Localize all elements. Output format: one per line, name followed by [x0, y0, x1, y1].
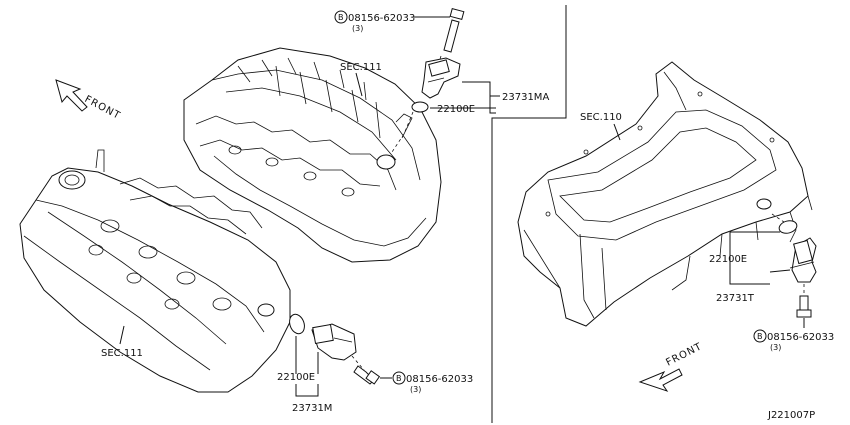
bolt-part-number-bottom: 08156-62033: [406, 374, 473, 385]
upper-install-line: [391, 111, 414, 153]
lower-camshaft-sensor: [311, 323, 357, 361]
oil-pan: [517, 61, 813, 327]
bolt-marker-top: B: [338, 13, 344, 22]
right-o-ring: [778, 220, 798, 234]
bolt-label-top: B 08156-62033 (3): [334, 10, 450, 33]
upper-cylinder-head: [183, 47, 442, 263]
right-bracket: [729, 231, 791, 285]
section-divider: [491, 5, 567, 423]
bolt-qty-right: (3): [770, 343, 781, 352]
lower-o-ring: [289, 313, 305, 335]
oring-label-bottom: 22100E: [277, 372, 315, 383]
sec111-lower-leader: [119, 325, 125, 345]
oring-label-top: 22100E: [437, 104, 475, 115]
sec111-lower-label: SEC.111: [101, 348, 143, 359]
diagram-id: J221007P: [767, 410, 815, 421]
lower-head-sensor-boss: [257, 303, 275, 317]
bolt-marker-bottom: B: [396, 374, 402, 383]
upper-sensor-bracket: [462, 81, 500, 114]
bolt-part-number-top: 08156-62033: [348, 13, 415, 24]
bolt-label-bottom: B 08156-62033 (3): [392, 371, 473, 394]
lower-bolt: [353, 365, 381, 385]
bolt-marker-right: B: [757, 332, 763, 341]
sensor-label-top: 23731MA: [502, 92, 549, 103]
right-crankshaft-sensor: [789, 237, 817, 283]
oring-label-right: 22100E: [709, 254, 747, 265]
sensor-label-right: 23731T: [716, 293, 755, 304]
bolt-qty-bottom: (3): [410, 385, 421, 394]
right-bolt: [796, 295, 812, 318]
sec111-upper-label: SEC.111: [340, 62, 382, 73]
front-arrow-right: FRONT: [638, 341, 704, 392]
upper-head-sensor-boss: [376, 154, 396, 170]
upper-bolt: [443, 7, 465, 53]
bolt-qty-top: (3): [352, 24, 363, 33]
bolt-part-number-right: 08156-62033: [767, 332, 834, 343]
right-install-line: [771, 213, 785, 223]
bolt-label-right: B 08156-62033 (3): [753, 318, 834, 352]
oil-pan-sensor-boss: [756, 198, 772, 210]
lower-head-cap: [58, 170, 86, 190]
sec111-upper-leader: [355, 72, 363, 97]
sec110-leader: [613, 123, 621, 141]
upper-o-ring: [411, 101, 429, 113]
sec110-label: SEC.110: [580, 112, 622, 123]
front-label-left: FRONT: [83, 94, 123, 122]
front-arrow-left: FRONT: [55, 79, 123, 122]
front-label-right: FRONT: [664, 341, 704, 369]
lower-cylinder-head: [19, 149, 291, 393]
upper-camshaft-sensor: [421, 57, 461, 99]
lower-bracket: [295, 336, 319, 397]
sensor-label-bottom: 23731M: [292, 403, 332, 414]
